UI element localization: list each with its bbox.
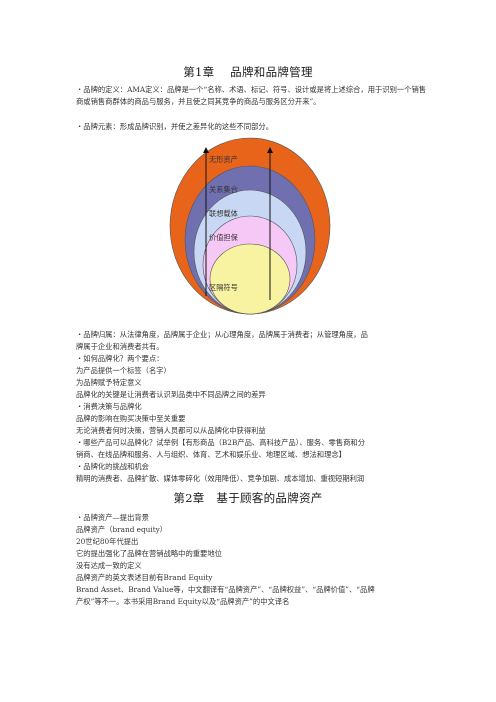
ch2-line-7: Brand Asset、Brand Value等，中文翻译有“品牌资产”、“品牌… xyxy=(76,585,375,594)
brand-definition: ・品牌的定义：AMA定义：品牌是一个“名称、术语、标记、符号、设计或是将上述综合… xyxy=(76,85,427,106)
chapter2-title: 第2章 基于顾客的品牌资产 xyxy=(173,491,323,505)
ch1-line-3: ・如何品牌化？两个要点： xyxy=(76,354,164,363)
ch1-line-8: 品牌的影响在购买决策中至关重要 xyxy=(76,414,186,423)
chapter1-title: 第1章 品牌和品牌管理 xyxy=(183,65,313,79)
label-separation-symbol: 区隔符号 xyxy=(209,283,238,292)
label-value-guarantee: 价值担保 xyxy=(209,233,239,242)
ch2-line-1: ・品牌资产—提出背景 xyxy=(76,513,149,522)
ch1-line-13: 精明的消费者、品牌扩散、媒体零碎化（效用降低）、竞争加剧、成本增加、重视短期利润 xyxy=(76,474,365,483)
ch1-line-1: ・品牌归属：从法律角度，品牌属于企业；从心理角度，品牌属于消费者；从管理角度，品 xyxy=(76,330,368,339)
label-relationship-set: 关系集合 xyxy=(209,185,238,194)
ch2-line-8: 产权”等不一。本书采用Brand Equity以及“品牌资产”的中文译名 xyxy=(76,597,290,606)
ch1-line-2: 牌属于企业和消费者共有。 xyxy=(76,342,164,351)
ch2-line-6: 品牌资产的英文表述目前有Brand Equity xyxy=(76,573,213,582)
ch1-line-10: ・哪些产品可以品牌化？试举例【有形商品（B2B产品、高科技产品）、服务、零售商和… xyxy=(76,438,365,447)
ring-separation-symbol xyxy=(209,243,291,315)
label-association-carrier: 联想载体 xyxy=(209,209,238,218)
ch1-line-12: ・品牌化的挑战和机会 xyxy=(76,462,149,471)
ch1-line-5: 为品牌赋予特定意义 xyxy=(76,378,142,387)
ch1-line-4: 为产品提供一个标签（名字） xyxy=(76,366,171,375)
ch2-line-4: 它的提出强化了品牌在营销战略中的重要地位 xyxy=(76,549,222,558)
ch2-line-5: 没有达成一致的定义 xyxy=(76,561,142,570)
ch1-line-11: 销商、在线品牌和服务、人与组织、体育、艺术和娱乐业、地理区域、想法和理念】 xyxy=(76,450,346,459)
ch1-line-6: 品牌化的关键是让消费者认识到品类中不同品牌之间的差异 xyxy=(76,390,266,399)
label-intangible-asset: 无形资产 xyxy=(209,155,238,164)
brand-elements: ・品牌元素：形成品牌识别，并使之差异化的这些不同部分。 xyxy=(76,122,274,131)
ch1-line-9: 无论消费者何时决策，营销人员都可以从品牌化中获得利益 xyxy=(76,426,266,435)
ch2-line-2: 品牌资产（brand equity） xyxy=(76,525,168,534)
ch2-line-3: 20世纪80年代提出 xyxy=(76,537,139,546)
ch1-line-7: ・消费决策与品牌化 xyxy=(76,402,142,411)
